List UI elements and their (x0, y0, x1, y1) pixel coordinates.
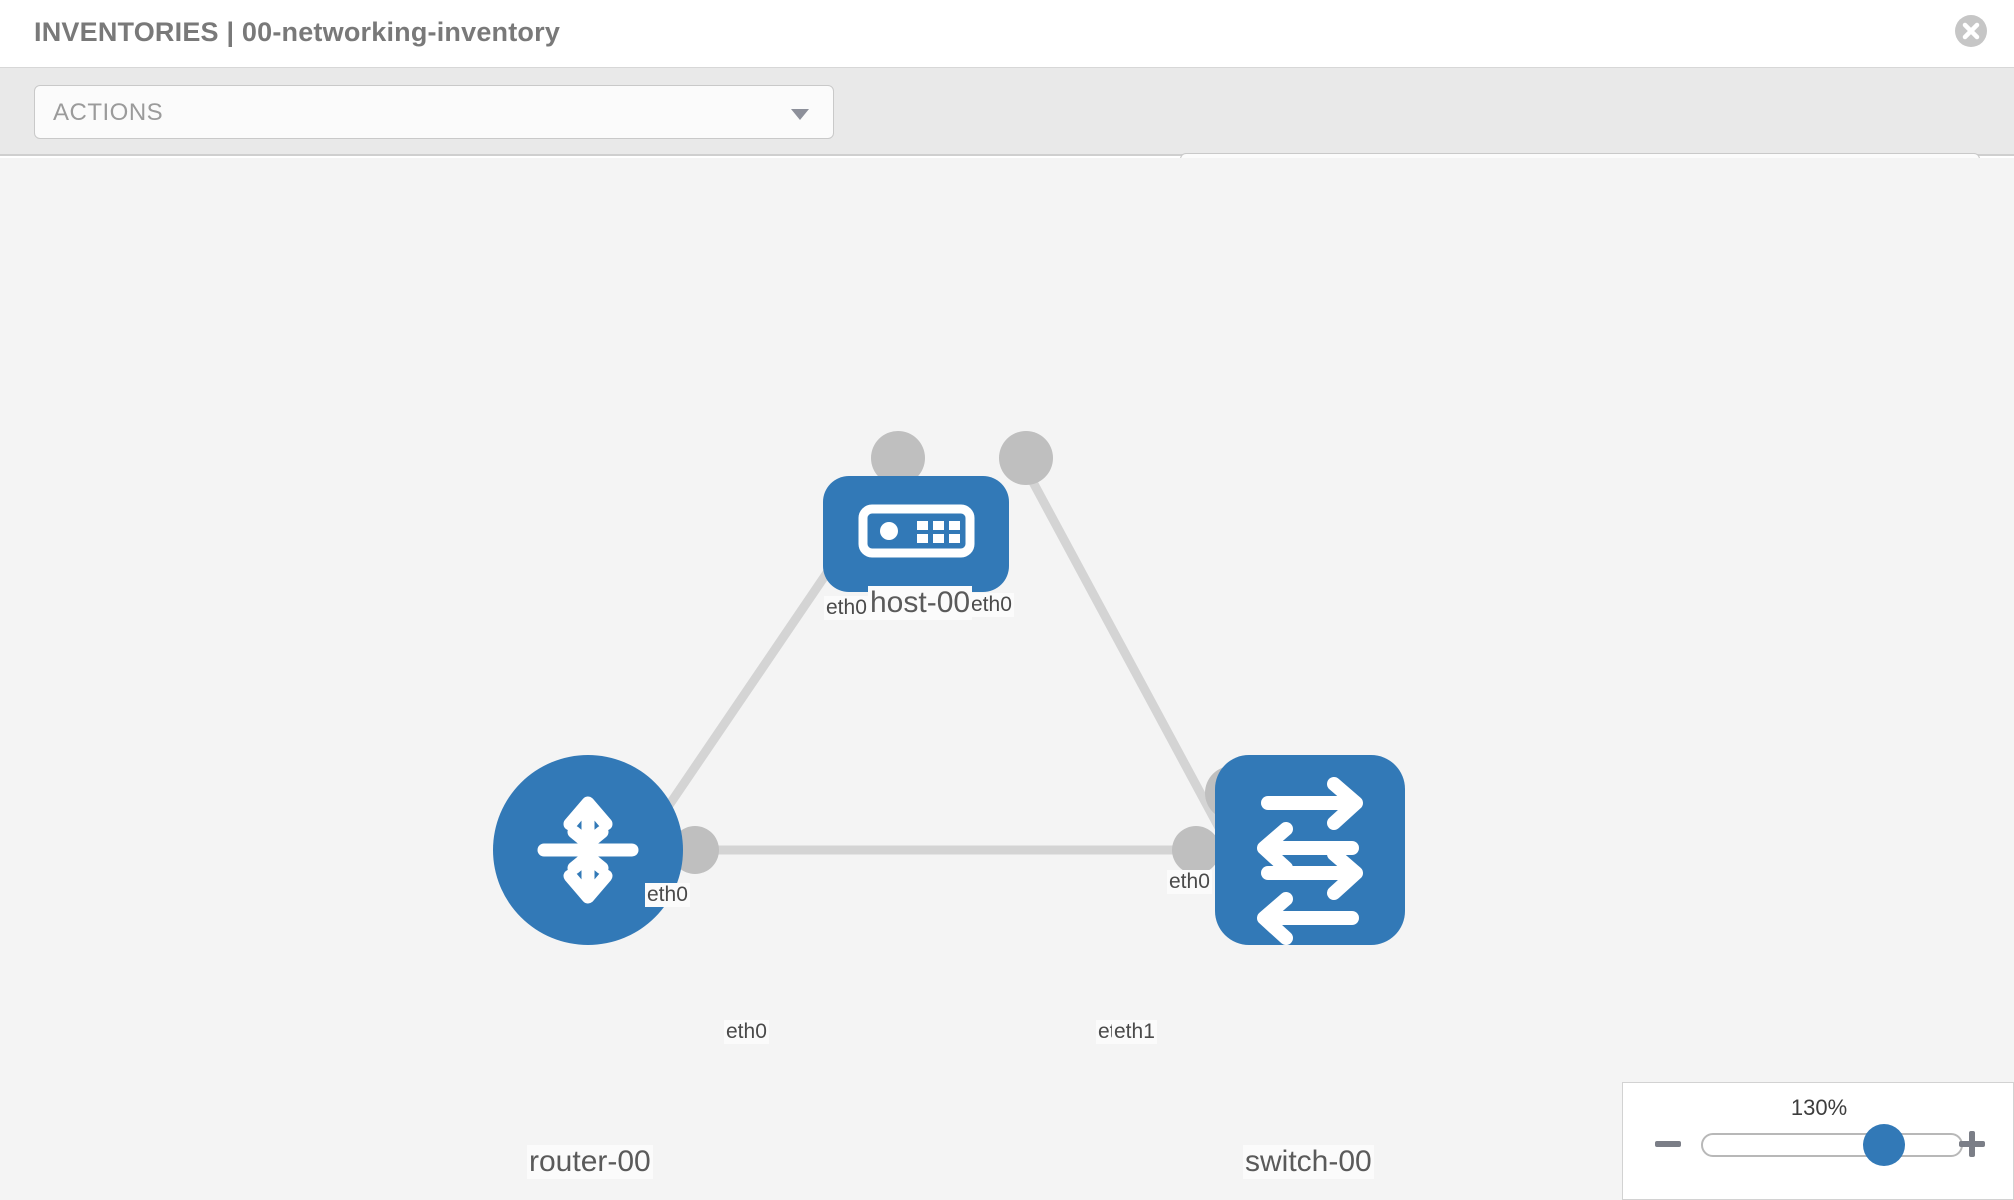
node-label-host-00: host-00 (868, 586, 973, 620)
plus-icon[interactable] (1955, 1127, 1989, 1161)
edge-label-switch-uplink: eth0 (1167, 870, 1212, 894)
topology-graph (493, 431, 1405, 945)
edge-label-host-right: eth0 (969, 593, 1014, 617)
actions-dropdown[interactable]: ACTIONS (34, 85, 834, 139)
minus-icon[interactable] (1651, 1127, 1685, 1161)
chevron-down-icon (791, 109, 809, 120)
zoom-percent-label: 130% (1790, 1095, 1848, 1120)
toolbar: ACTIONS SEARCH (0, 68, 2014, 207)
zoom-slider-track[interactable] (1701, 1133, 1963, 1157)
close-icon[interactable] (1954, 14, 1988, 48)
page-title: INVENTORIES | 00-networking-inventory (34, 17, 561, 47)
link-host-switch (1016, 455, 1234, 851)
connector-host-right (999, 431, 1053, 485)
node-router-00[interactable] (493, 755, 683, 945)
page-header: INVENTORIES | 00-networking-inventory (0, 0, 2014, 68)
node-host-00[interactable] (823, 476, 1009, 592)
topology-canvas[interactable]: eth0 eth0 eth0 eth0 eth0 eth0 eth1 host-… (0, 158, 2014, 1200)
node-label-router-00: router-00 (527, 1145, 653, 1179)
connector-switch-left (1172, 826, 1220, 874)
actions-dropdown-label: ACTIONS (53, 99, 164, 126)
node-switch-00[interactable] (1215, 755, 1405, 945)
zoom-control: 130% (1622, 1082, 2014, 1200)
connector-host-left (871, 431, 925, 485)
edge-label-router-uplink: eth0 (645, 883, 690, 907)
edge-label-router-eth0: eth0 (724, 1020, 769, 1044)
connector-router-right (671, 826, 719, 874)
edge-label-switch-eth1: eth1 (1112, 1020, 1157, 1044)
zoom-slider-handle[interactable] (1863, 1124, 1905, 1166)
node-label-switch-00: switch-00 (1243, 1145, 1374, 1179)
edge-label-host-left: eth0 (824, 596, 869, 620)
